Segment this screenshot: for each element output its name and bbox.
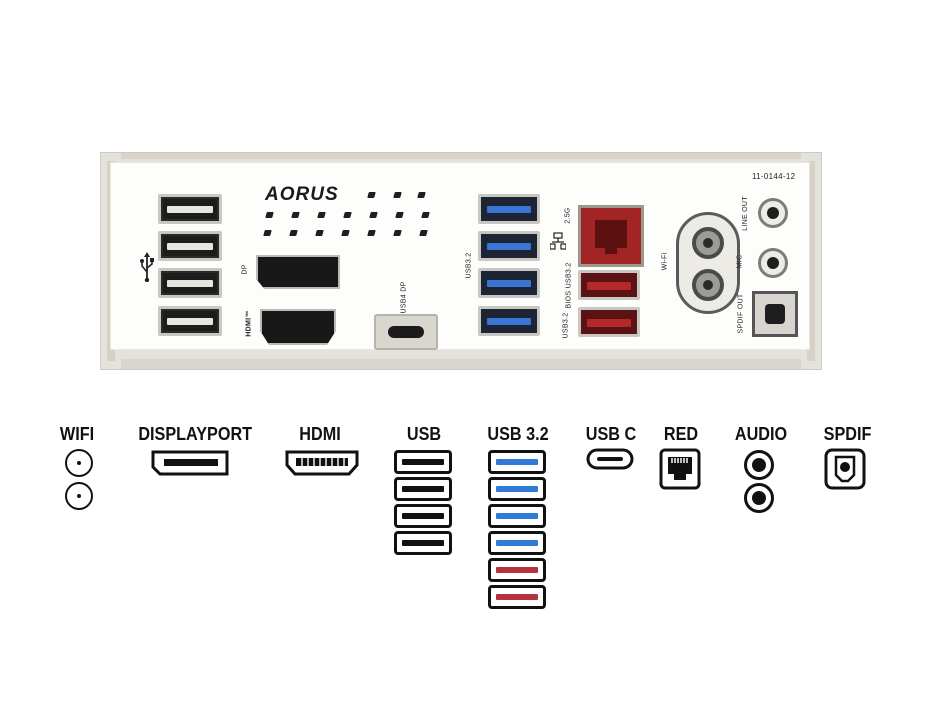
spdif-icon xyxy=(824,448,866,490)
usb-a-port-black-4[interactable] xyxy=(158,306,222,336)
usb-a-icon xyxy=(394,477,452,501)
usb-a-icon xyxy=(394,450,452,474)
spdif-out-port[interactable] xyxy=(752,291,798,337)
usb32-port-blue-1[interactable] xyxy=(478,194,540,224)
usb32-label: USB3.2 xyxy=(465,252,473,279)
lan-speed-label: 2.5G xyxy=(564,207,572,224)
mic-label: MIC xyxy=(736,254,744,269)
mic-jack[interactable] xyxy=(758,248,788,278)
displayport-icon xyxy=(151,450,229,476)
usb32-port-red-2[interactable] xyxy=(578,307,640,337)
legend-title-spdif: SPDIF xyxy=(823,424,872,444)
audio-jack-icon xyxy=(744,483,774,513)
usb-c-port[interactable] xyxy=(374,314,438,350)
usb32-port-blue-3[interactable] xyxy=(478,268,540,298)
usb-a-port-black-3[interactable] xyxy=(158,268,222,298)
line-out-label: LINE OUT xyxy=(741,196,749,231)
wifi-antenna-connector-1[interactable] xyxy=(692,227,724,259)
part-number: 11-0144-12 xyxy=(752,172,796,181)
shield-right-edge xyxy=(807,161,815,361)
ethernet-icon xyxy=(550,232,566,250)
shield-bottom-rail xyxy=(121,359,801,369)
rj45-jack xyxy=(595,220,627,248)
wifi-antenna-icon xyxy=(65,449,93,477)
usb-a-port-black-1[interactable] xyxy=(158,194,222,224)
legend-title-wifi: WIFI xyxy=(59,424,95,444)
usb32-port-blue-4[interactable] xyxy=(478,306,540,336)
usb32-blue-icon xyxy=(488,531,546,555)
legend-title-displayport: DISPLAYPORT xyxy=(138,424,253,444)
usb32-blue-icon xyxy=(488,450,546,474)
ethernet-port-icon xyxy=(659,448,701,490)
wifi-antenna-mount xyxy=(676,212,740,314)
usb32-blue-icon xyxy=(488,477,546,501)
spdif-out-label: SPDIF OUT xyxy=(737,293,745,334)
wifi-antenna-connector-2[interactable] xyxy=(692,269,724,301)
dp-label: DP xyxy=(241,264,249,275)
audio-jack-icon xyxy=(744,450,774,480)
vent-dots xyxy=(262,192,438,242)
usb32-port-red-1[interactable] xyxy=(578,270,640,300)
usb32-red-label: USB3.2 xyxy=(562,312,570,339)
usb32-port-blue-2[interactable] xyxy=(478,231,540,261)
line-out-jack[interactable] xyxy=(758,198,788,228)
hdmi-port[interactable] xyxy=(260,309,336,345)
hdmi-label: HDMI™ xyxy=(245,310,253,337)
bios-usb32-label: BIOS USB3.2 xyxy=(565,262,573,309)
usb4-dp-label: USB4 DP xyxy=(400,281,408,314)
usb-a-port-black-2[interactable] xyxy=(158,231,222,261)
hdmi-icon xyxy=(285,450,359,476)
usb-trident-icon xyxy=(140,252,154,282)
shield-top-rail xyxy=(121,153,801,159)
wifi-label: Wi-Fi xyxy=(661,252,669,271)
legend-title-audio: AUDIO xyxy=(734,424,788,444)
legend-title-usbc: USB C xyxy=(585,424,637,444)
legend-title-red: RED xyxy=(663,424,699,444)
rj45-tab xyxy=(605,244,617,254)
usb-a-icon xyxy=(394,504,452,528)
legend-title-usb32: USB 3.2 xyxy=(487,424,549,444)
legend-title-hdmi: HDMI xyxy=(299,424,341,444)
wifi-antenna-icon xyxy=(65,482,93,510)
usb32-red-icon xyxy=(488,585,546,609)
usb-c-icon xyxy=(586,448,634,470)
usb32-blue-icon xyxy=(488,504,546,528)
usb-a-icon xyxy=(394,531,452,555)
legend-title-usb: USB xyxy=(406,424,442,444)
aorus-logo: AORUS xyxy=(265,184,339,205)
usb32-red-icon xyxy=(488,558,546,582)
ethernet-port[interactable] xyxy=(578,205,644,267)
displayport-port[interactable] xyxy=(256,255,340,289)
